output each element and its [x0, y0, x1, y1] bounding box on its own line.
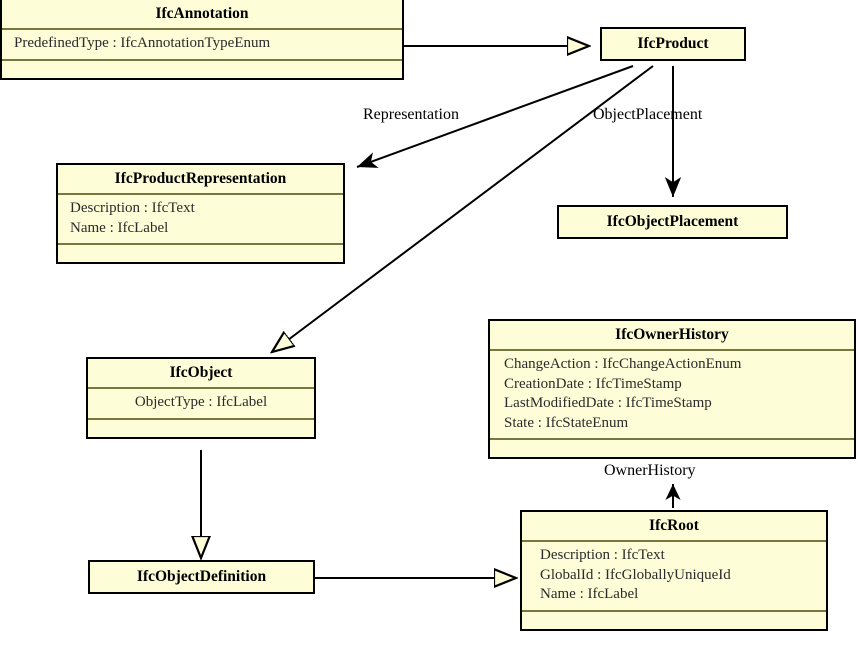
attribute-row: ObjectType : IfcLabel [134, 394, 268, 411]
class-operations-ifcproductrepresentation [58, 243, 343, 262]
attribute-row: Description : IfcText [540, 547, 665, 564]
attribute-row: Name : IfcLabel [540, 586, 639, 603]
attribute-row: State : IfcStateEnum [504, 414, 629, 431]
class-name-ifcproductrepresentation: IfcProductRepresentation [114, 170, 287, 187]
class-operations-ifcownerhistory [490, 438, 854, 457]
attribute-row: LastModifiedDate : IfcTimeStamp [504, 395, 712, 412]
class-box-ifcobjectdefinition[interactable]: IfcObjectDefinition [88, 560, 315, 595]
class-name-ifcobjectdefinition: IfcObjectDefinition [136, 568, 267, 585]
class-box-ifcproduct[interactable]: IfcProduct [600, 27, 746, 62]
class-name-ifcobject: IfcObject [169, 364, 233, 381]
class-name-ifcroot: IfcRoot [649, 517, 699, 534]
class-box-ifcownerhistory[interactable]: IfcOwnerHistory ChangeAction : IfcChange… [488, 319, 856, 460]
class-attributes-ifcobject: ObjectType : IfcLabel [88, 387, 314, 418]
attribute-row: CreationDate : IfcTimeStamp [504, 375, 682, 392]
edge-label-ownerhistory: OwnerHistory [604, 462, 696, 479]
class-attributes-ifcannotation: PredefinedType : IfcAnnotationTypeEnum [2, 28, 402, 59]
class-box-ifcobject[interactable]: IfcObject ObjectType : IfcLabel [86, 357, 316, 439]
class-box-ifcproductrepresentation[interactable]: IfcProductRepresentation Description : I… [56, 163, 345, 265]
class-box-ifcannotation[interactable]: IfcAnnotation PredefinedType : IfcAnnota… [0, 0, 404, 80]
attribute-row: Description : IfcText [70, 200, 195, 217]
attribute-row: Name : IfcLabel [70, 219, 169, 236]
class-name-ifcproduct: IfcProduct [637, 35, 709, 52]
class-box-ifcroot[interactable]: IfcRoot Description : IfcText GlobalId :… [520, 510, 828, 631]
class-attributes-ifcproductrepresentation: Description : IfcText Name : IfcLabel [58, 193, 343, 243]
class-name-ifcannotation: IfcAnnotation [155, 5, 249, 22]
class-attributes-ifcroot: Description : IfcText GlobalId : IfcGlob… [522, 540, 826, 610]
edge-label-representation: Representation [363, 106, 459, 123]
edge-label-objectplacement: ObjectPlacement [593, 106, 703, 123]
class-operations-ifcobject [88, 417, 314, 437]
class-box-ifcobjectplacement[interactable]: IfcObjectPlacement [557, 205, 788, 240]
class-name-ifcobjectplacement: IfcObjectPlacement [606, 213, 739, 230]
attribute-row: GlobalId : IfcGloballyUniqueId [540, 566, 731, 583]
attribute-row: PredefinedType : IfcAnnotationTypeEnum [14, 35, 271, 52]
class-operations-ifcannotation [2, 58, 402, 78]
attribute-row: ChangeAction : IfcChangeActionEnum [504, 356, 742, 373]
class-operations-ifcroot [522, 609, 826, 629]
class-attributes-ifcownerhistory: ChangeAction : IfcChangeActionEnum Creat… [490, 349, 854, 438]
class-name-ifcownerhistory: IfcOwnerHistory [615, 326, 729, 343]
